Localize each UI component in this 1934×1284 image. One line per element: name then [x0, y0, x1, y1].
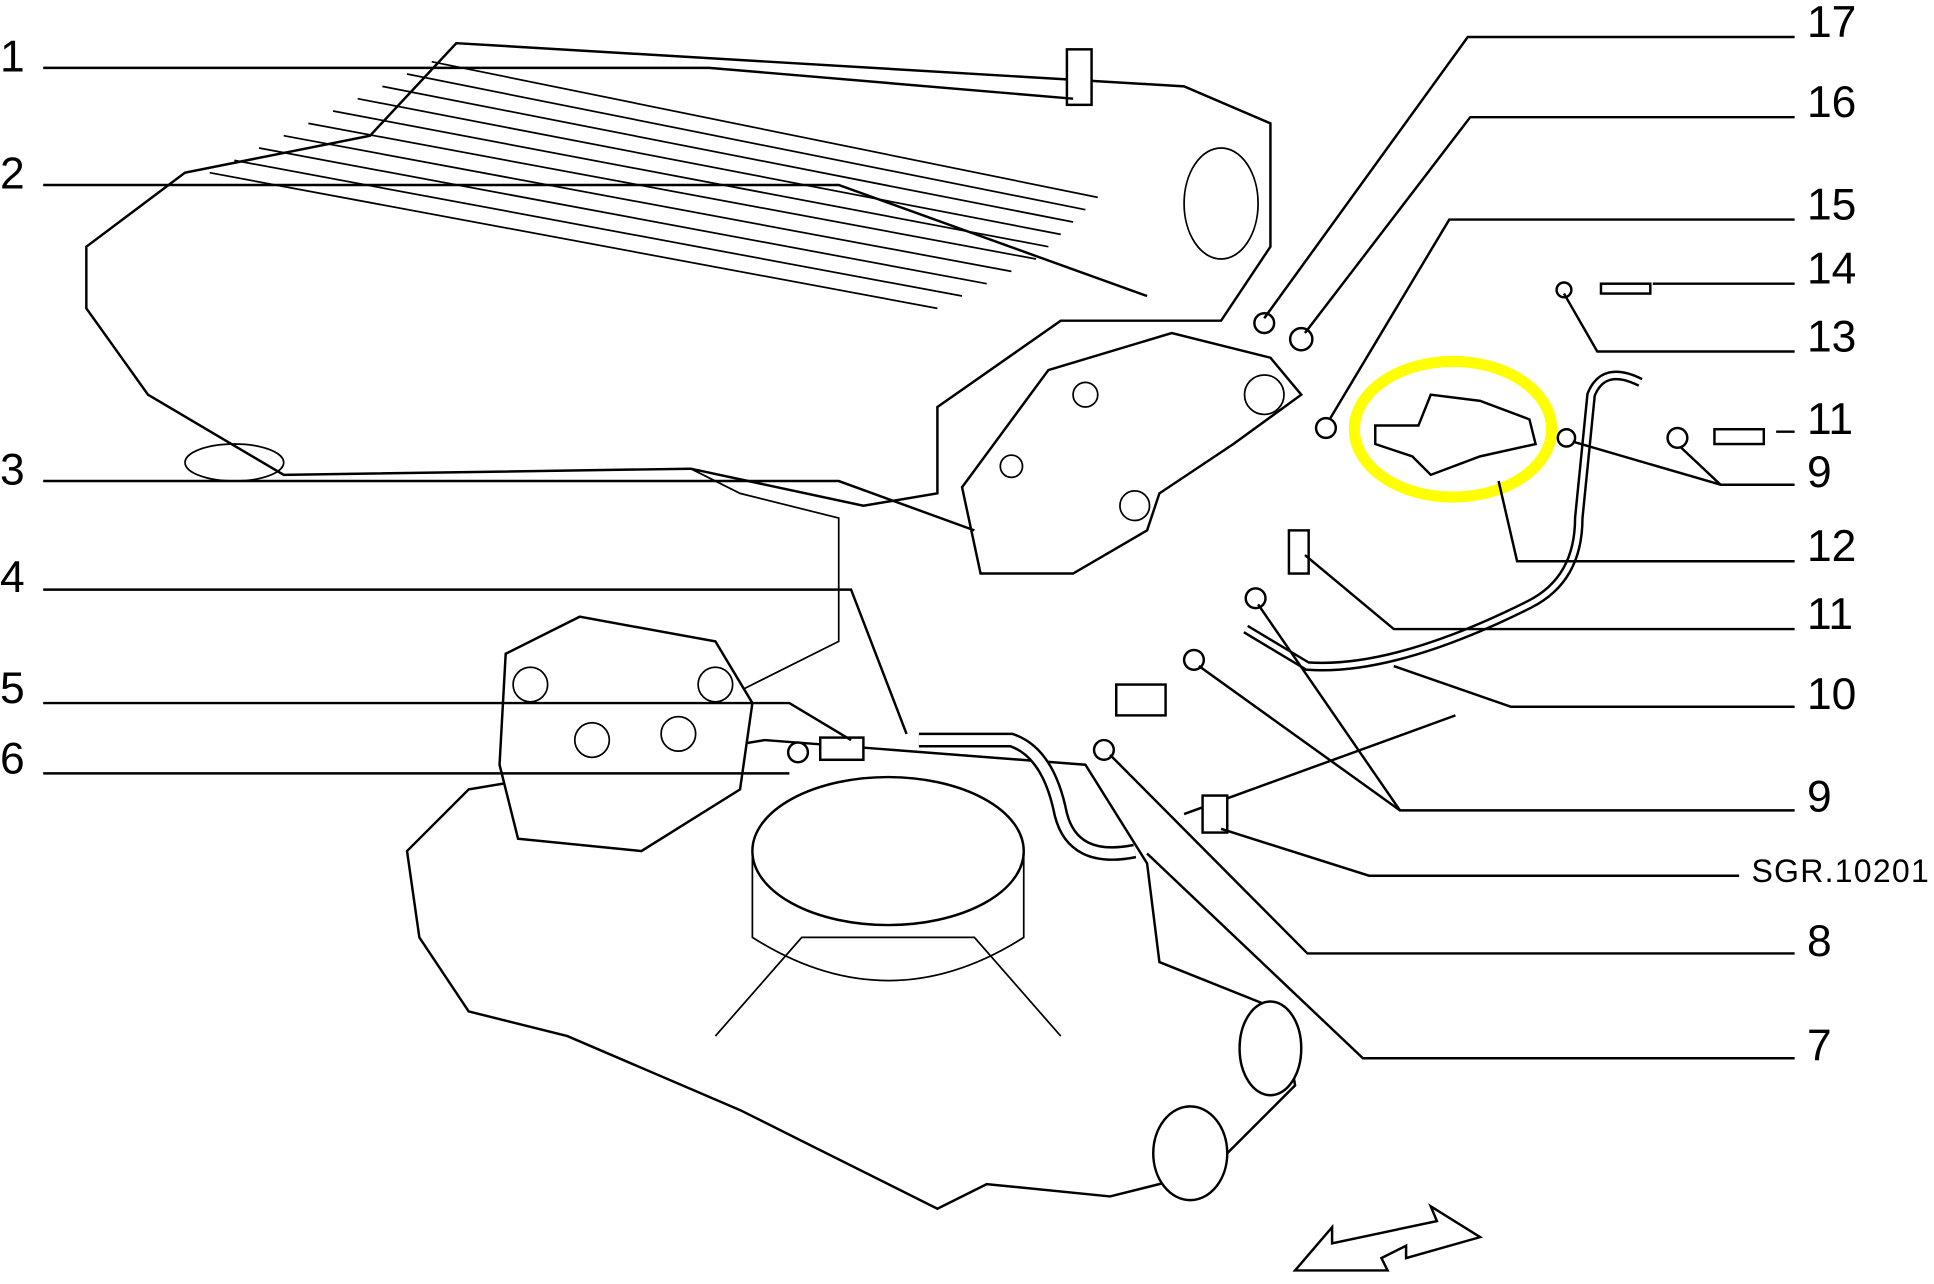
- callout-17: 17: [1807, 0, 1856, 47]
- callout-11a: 11: [1807, 395, 1853, 444]
- callout-2: 2: [0, 150, 25, 199]
- callout-6: 6: [0, 734, 25, 783]
- callout-10: 10: [1807, 670, 1856, 719]
- callout-16: 16: [1807, 78, 1856, 127]
- callout-8: 8: [1807, 917, 1832, 966]
- callout-4: 4: [0, 553, 25, 602]
- callout-9a: 9: [1807, 448, 1832, 497]
- small-parts: [786, 48, 1766, 834]
- callout-13: 13: [1807, 313, 1856, 362]
- callout-14: 14: [1807, 245, 1856, 294]
- drawing-code: SGR.10201: [1751, 853, 1930, 889]
- callout-11b: 11: [1807, 590, 1853, 639]
- intake-manifold: [85, 41, 1272, 692]
- callout-3: 3: [0, 446, 25, 495]
- water-pump-housing: [405, 615, 1303, 1211]
- callout-15: 15: [1807, 181, 1856, 230]
- callout-12: 12: [1807, 522, 1856, 571]
- callout-9b: 9: [1807, 773, 1832, 822]
- highlight-circle: [1348, 355, 1558, 503]
- callout-1: 1: [0, 33, 25, 82]
- leader-lines: [43, 35, 1795, 1060]
- thermostat-housing: [960, 331, 1304, 575]
- direction-arrow: [1292, 1203, 1484, 1272]
- callout-7: 7: [1807, 1022, 1832, 1071]
- callout-5: 5: [0, 664, 25, 713]
- temperature-sensor: [1348, 355, 1558, 503]
